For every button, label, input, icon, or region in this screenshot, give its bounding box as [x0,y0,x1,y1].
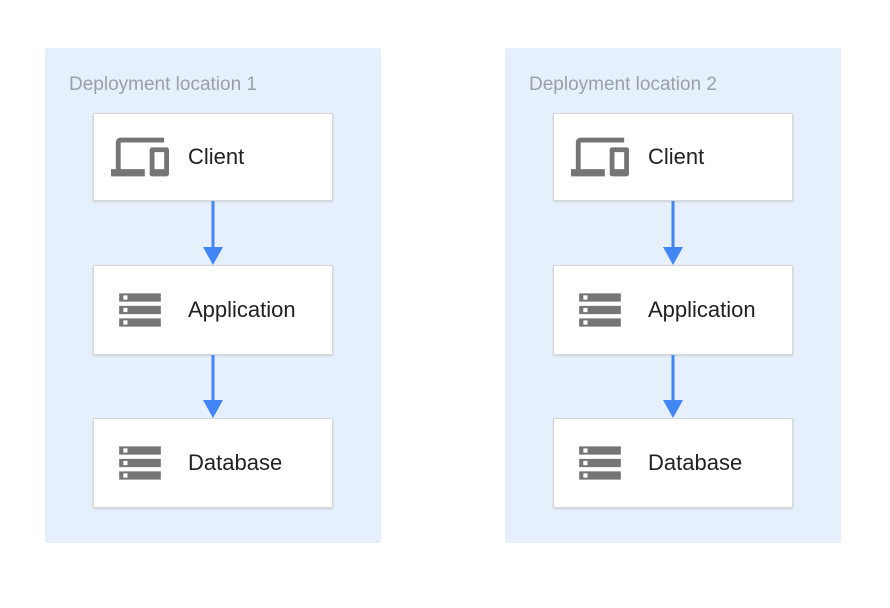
database-node: Database [93,418,333,508]
arrow-shaft [211,355,215,403]
node-label: Client [188,144,245,169]
server-stack-icon [568,438,632,488]
panel-title: Deployment location 2 [529,74,717,95]
node-label: Application [648,297,756,322]
panel-title: Deployment location 1 [69,74,257,95]
arrow-client-to-application [202,201,224,265]
server-stack-icon [108,438,172,488]
devices-icon [108,128,172,186]
arrow-application-to-database [202,355,224,418]
server-stack-icon [108,285,172,335]
node-label: Database [648,450,743,475]
node-stack: Client Application [505,113,841,508]
arrow-head [203,400,223,418]
database-node: Database [553,418,793,508]
devices-icon [568,128,632,186]
arrow-head [203,247,223,265]
deployment-location-2-panel: Deployment location 2 Client [505,48,841,543]
arrow-shaft [211,201,215,250]
node-stack: Client Application [45,113,381,508]
arrow-head [663,247,683,265]
arrow-shaft [671,201,675,250]
arrow-application-to-database [662,355,684,418]
server-stack-icon [568,285,632,335]
arrow-head [663,400,683,418]
node-label: Application [188,297,296,322]
client-node: Client [553,113,793,201]
node-label: Database [188,450,283,475]
application-node: Application [553,265,793,355]
client-node: Client [93,113,333,201]
application-node: Application [93,265,333,355]
node-label: Client [648,144,705,169]
arrow-client-to-application [662,201,684,265]
deployment-location-1-panel: Deployment location 1 Client [45,48,381,543]
arrow-shaft [671,355,675,403]
